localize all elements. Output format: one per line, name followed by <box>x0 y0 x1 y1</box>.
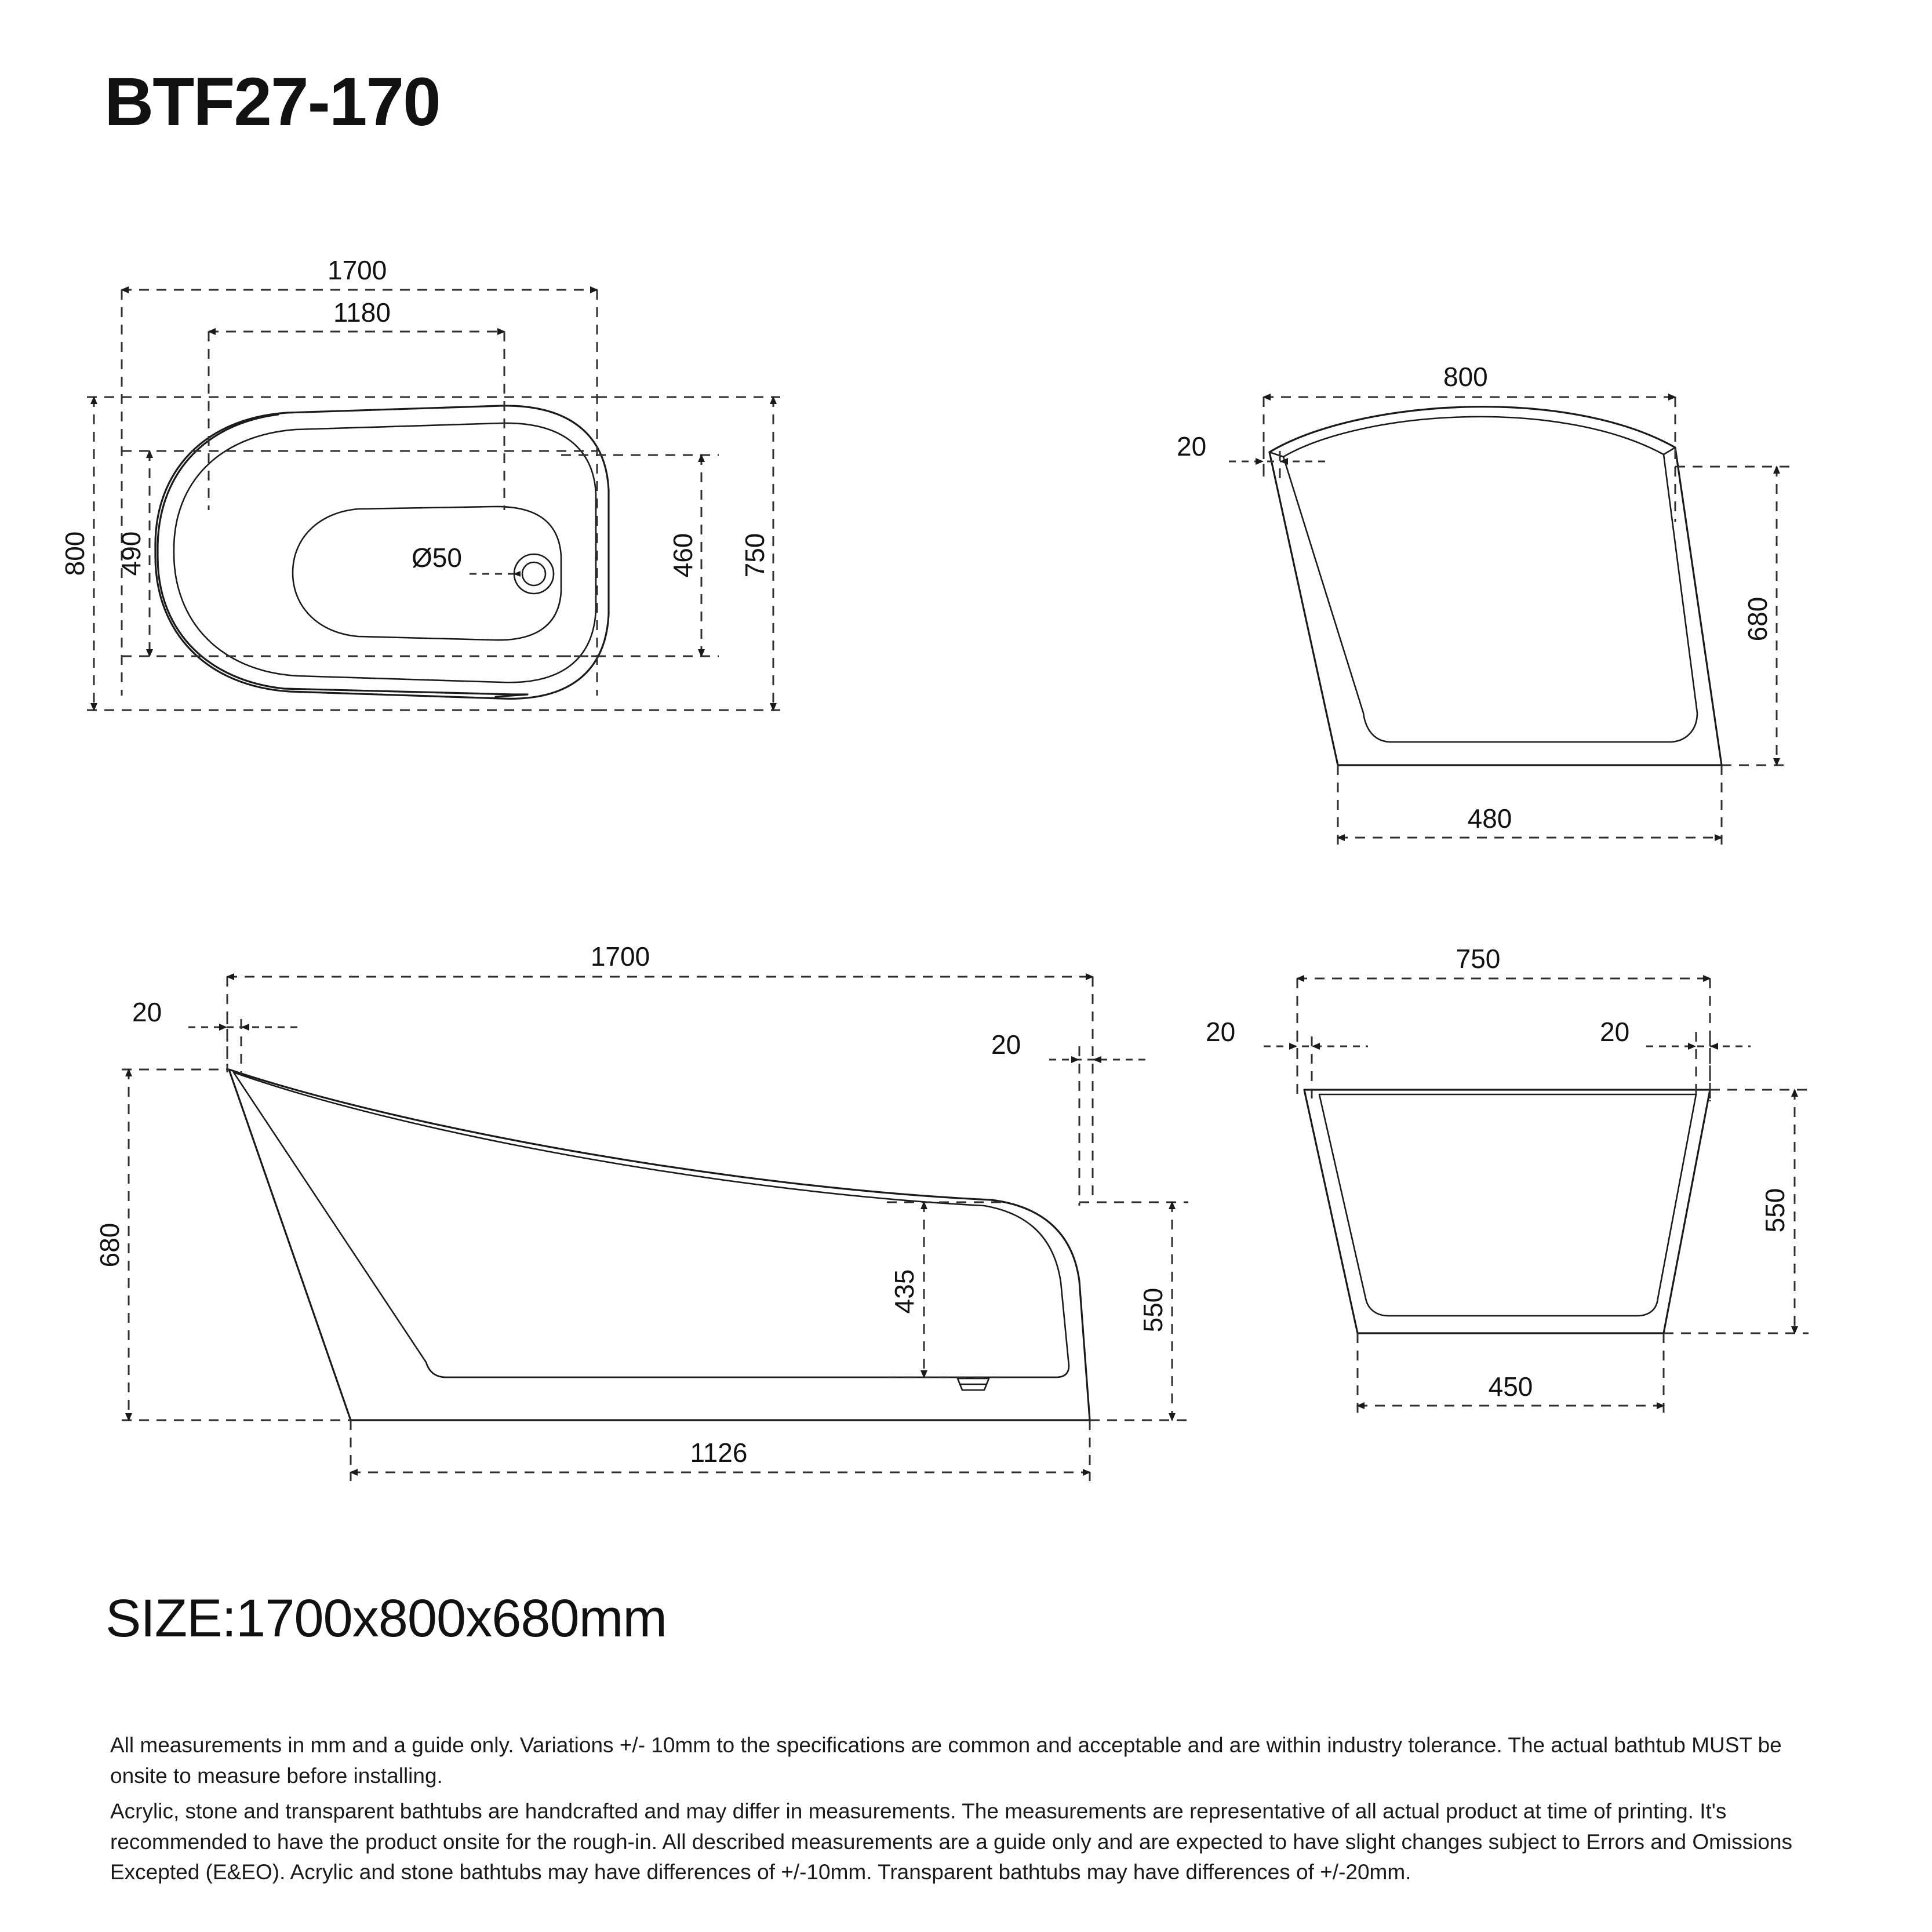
dim-text-side-680: 680 <box>94 1223 125 1268</box>
dim-side-wall-left-20: 20 <box>132 997 301 1075</box>
size-summary: SIZE:1700x800x680mm <box>105 1589 667 1648</box>
dim-text-1700: 1700 <box>328 255 387 285</box>
dim-endtop-width-800: 800 <box>1262 362 1676 522</box>
dim-side-height-680: 680 <box>94 1068 351 1421</box>
dim-plan-drain: Ø50 <box>412 543 462 573</box>
dim-endbot-wall-left-20: 20 <box>1206 1017 1368 1098</box>
dim-text-endbot-450: 450 <box>1489 1371 1533 1402</box>
dim-endtop-base-480: 480 <box>1337 765 1723 846</box>
tub-outline-plan <box>154 405 610 700</box>
dim-endbot-wall-right-20: 20 <box>1600 1017 1751 1101</box>
dim-endtop-height-680: 680 <box>1675 465 1791 766</box>
dim-side-foot-550: 550 <box>1079 1201 1188 1421</box>
dim-text-endtop-480: 480 <box>1468 803 1512 834</box>
dim-endbot-width-750: 750 <box>1296 944 1711 1101</box>
dim-plan-width-750: 750 <box>597 396 780 711</box>
side-elevation-view: 1700 20 20 680 <box>94 941 1188 1481</box>
dim-text-side-435: 435 <box>889 1269 919 1314</box>
dim-text-460: 460 <box>668 533 698 578</box>
dim-side-length-1700: 1700 <box>226 941 1094 1194</box>
tub-outline-side <box>228 1068 1091 1421</box>
dim-text-endbot-left-20: 20 <box>1206 1017 1235 1047</box>
dim-plan-width-800: 800 <box>60 396 597 711</box>
dim-text-1180: 1180 <box>333 297 391 328</box>
dim-endbot-base-450: 450 <box>1356 1333 1665 1414</box>
tub-outline-end-bottom <box>1303 1089 1711 1334</box>
dim-text-endtop-800: 800 <box>1443 362 1488 392</box>
dim-plan-length-1180: 1180 <box>208 297 505 510</box>
end-elevation-foot-view: 750 20 20 550 <box>1206 944 1809 1414</box>
dim-plan-length-1700: 1700 <box>121 255 598 696</box>
dim-text-side-1700: 1700 <box>591 941 650 972</box>
page-title: BTF27-170 <box>104 64 441 140</box>
dim-text-endbot-550: 550 <box>1760 1188 1790 1233</box>
dim-text-endbot-750: 750 <box>1456 944 1501 974</box>
dim-text-endtop-680: 680 <box>1742 597 1773 642</box>
dim-plan-width-490: 490 <box>116 450 597 657</box>
end-elevation-head-view: 800 20 680 480 <box>1177 362 1791 846</box>
note-measurements: All measurements in mm and a guide only.… <box>110 1733 1782 1788</box>
dim-text-endbot-right-20: 20 <box>1600 1017 1629 1047</box>
dim-text-endtop-20: 20 <box>1177 431 1206 461</box>
plan-view: Ø50 1700 1180 800 <box>60 255 780 711</box>
dim-side-depth-435: 435 <box>887 1201 1003 1378</box>
dim-text-side-550: 550 <box>1138 1288 1168 1333</box>
dim-endtop-wall-20: 20 <box>1177 431 1327 478</box>
note-disclaimer: Acrylic, stone and transparent bathtubs … <box>110 1799 1793 1884</box>
dim-text-490: 490 <box>116 532 146 576</box>
dim-side-base-1126: 1126 <box>350 1420 1091 1481</box>
dim-side-wall-right-20: 20 <box>991 1029 1148 1206</box>
dim-text-side-right-20: 20 <box>991 1029 1021 1060</box>
dim-plan-width-460: 460 <box>561 454 719 657</box>
dim-text-side-1126: 1126 <box>690 1438 748 1468</box>
tub-outline-end-top <box>1268 406 1723 766</box>
dim-text-750: 750 <box>740 533 770 578</box>
drain-leader-arrow <box>513 571 521 577</box>
dim-text-800: 800 <box>60 532 90 576</box>
dim-endbot-height-550: 550 <box>1664 1089 1809 1334</box>
dim-text-side-left-20: 20 <box>132 997 162 1027</box>
